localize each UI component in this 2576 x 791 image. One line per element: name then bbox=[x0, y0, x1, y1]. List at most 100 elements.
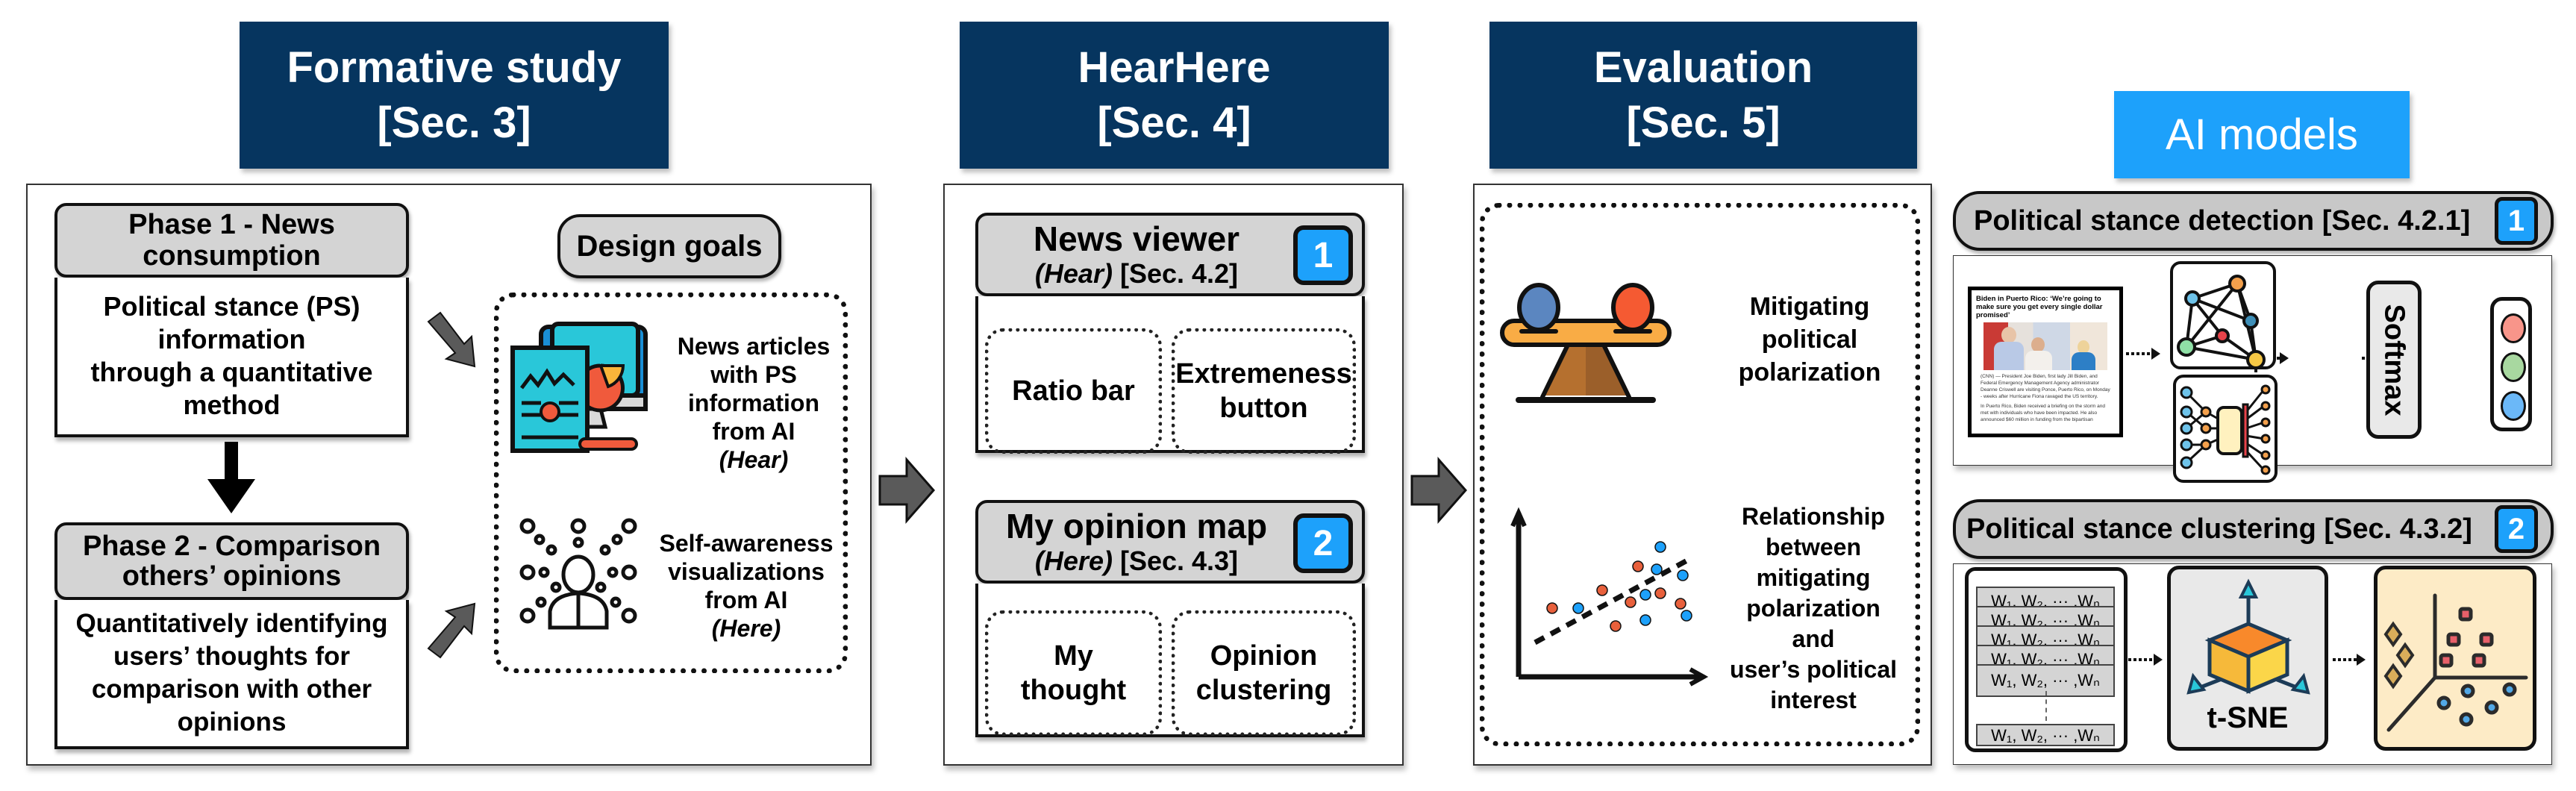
header-section: [Sec. 5] bbox=[1626, 98, 1781, 147]
article-photo bbox=[1983, 322, 2107, 370]
arrow-up-right-icon bbox=[427, 602, 476, 659]
article-headline: Biden in Puerto Rico: ‘We’re going to ma… bbox=[1976, 295, 2103, 319]
section-ref: [Sec. 4.2] bbox=[1119, 258, 1239, 289]
evaluation-header: Evaluation [Sec. 5] bbox=[1489, 22, 1917, 169]
header-title: HearHere bbox=[1078, 43, 1271, 92]
balance-scale-icon bbox=[1500, 283, 1672, 403]
eval-line: mitigating bbox=[1756, 563, 1871, 591]
goal-line: from AI bbox=[712, 418, 795, 445]
opinion-map-title-text: My opinion map bbox=[1005, 507, 1268, 545]
phase1-body-line: method bbox=[183, 390, 281, 420]
output-class-dot bbox=[2501, 391, 2526, 421]
phase1-body-line: Political stance (PS) bbox=[103, 291, 360, 322]
badge-number: 2 bbox=[1313, 523, 1334, 563]
badge-2: 2 bbox=[2495, 505, 2538, 553]
eval-item-polarization: Mitigating political polarization bbox=[1709, 284, 1910, 396]
softmax-box: Softmax bbox=[2366, 281, 2422, 439]
opinion-map-subtitle: (Here) [Sec. 4.3] bbox=[978, 545, 1295, 577]
opinion-map-body bbox=[975, 584, 1365, 737]
hearhere-header: HearHere [Sec. 4] bbox=[960, 22, 1389, 169]
phase1-title-line: Phase 1 - News bbox=[128, 209, 335, 240]
news-viewer-subtitle: (Hear) [Sec. 4.2] bbox=[978, 258, 1295, 290]
vector-row: W₁, W₂, ··· ,Wₙ bbox=[1976, 645, 2115, 666]
output-class-dot bbox=[2501, 352, 2526, 382]
phase2-body-line: opinions bbox=[177, 707, 287, 737]
detection-title-text: Political stance detection [Sec. 4.2.1] bbox=[1974, 204, 2471, 237]
badge-2: 2 bbox=[1293, 513, 1353, 573]
news-article-thumbnail: Biden in Puerto Rico: ‘We’re going to ma… bbox=[1968, 287, 2123, 437]
badge-number: 1 bbox=[2507, 204, 2525, 237]
output-dots bbox=[2490, 297, 2532, 431]
phase2-body-line: comparison with other bbox=[91, 675, 372, 704]
neural-network-icon bbox=[2180, 384, 2271, 475]
component-label: Ratio bar bbox=[1012, 375, 1135, 407]
clustering-flow-arrows bbox=[2128, 654, 2366, 666]
eval-line: user’s political bbox=[1729, 655, 1898, 683]
badge-number: 1 bbox=[1313, 235, 1334, 275]
goal-line: with PS bbox=[710, 361, 797, 388]
output-class-dot bbox=[2501, 313, 2526, 343]
flow-arrow-icon bbox=[878, 457, 935, 524]
cluster-plot-icon bbox=[2383, 593, 2528, 732]
phase2-title-line: Phase 2 - Comparison bbox=[82, 531, 381, 562]
design-goals-box bbox=[494, 293, 848, 673]
here-tag: (Here) bbox=[1034, 545, 1113, 576]
goal-self-awareness-text: Self-awareness visualizations from AI (H… bbox=[645, 526, 847, 645]
eval-item-relationship: Relationship between mitigating polariza… bbox=[1709, 500, 1918, 716]
goal-news-text: News articles with PS information from A… bbox=[664, 328, 843, 478]
vertical-ellipsis bbox=[2045, 691, 2047, 721]
phase2-title: Phase 2 - Comparison others’ opinions bbox=[54, 522, 409, 600]
eval-line: polarization bbox=[1738, 358, 1881, 387]
clustering-title-text: Political stance clustering [Sec. 4.3.2] bbox=[1966, 513, 2472, 545]
header-title: Evaluation bbox=[1593, 43, 1813, 92]
badge-number: 2 bbox=[2507, 512, 2525, 545]
opinion-clustering-component: Opinion clustering bbox=[1172, 610, 1356, 736]
stance-clustering-title: Political stance clustering [Sec. 4.3.2] bbox=[1953, 499, 2554, 559]
badge-1: 1 bbox=[2495, 197, 2538, 245]
arrow-down-right-icon bbox=[427, 311, 476, 368]
tsne-text: t-SNE bbox=[2207, 701, 2289, 734]
phase1-body-line: information bbox=[157, 324, 306, 354]
scatter-plot-icon bbox=[1510, 507, 1709, 687]
eval-line: political bbox=[1761, 325, 1858, 354]
article-paragraph: In Puerto Rico, Biden received a briefin… bbox=[1981, 404, 2105, 422]
goal-line: News articles bbox=[677, 333, 831, 360]
goal-line: visualizations bbox=[668, 558, 825, 585]
goal-tag: (Here) bbox=[711, 615, 781, 642]
phase1-body: Political stance (PS) information throug… bbox=[54, 278, 409, 437]
self-awareness-person-icon bbox=[519, 518, 637, 630]
eval-line: Relationship bbox=[1741, 502, 1885, 530]
ai-models-header: AI models bbox=[2114, 91, 2410, 178]
down-arrow-icon bbox=[207, 442, 255, 513]
eval-line: polarization bbox=[1746, 594, 1881, 622]
eval-line: and bbox=[1792, 625, 1835, 652]
tsne-label: t-SNE bbox=[2167, 701, 2328, 735]
extremeness-button-component: Extremeness button bbox=[1172, 328, 1356, 454]
design-goals-text: Design goals bbox=[576, 229, 763, 263]
flow-arrow-icon bbox=[1410, 457, 1467, 524]
news-viewer-title-text: News viewer bbox=[1033, 219, 1240, 258]
stance-detection-title: Political stance detection [Sec. 4.2.1] bbox=[1953, 191, 2554, 251]
header-section: [Sec. 3] bbox=[377, 98, 531, 147]
phase2-body-line: users’ thoughts for bbox=[113, 642, 350, 671]
cluster-plot-box bbox=[2374, 566, 2536, 751]
formative-study-header: Formative study [Sec. 3] bbox=[240, 22, 669, 169]
softmax-label: Softmax bbox=[2378, 304, 2410, 416]
phase2-title-line: others’ opinions bbox=[122, 560, 342, 592]
goal-line: Self-awareness bbox=[659, 530, 834, 557]
evaluation-panel bbox=[1473, 184, 1932, 766]
section-ref: [Sec. 4.3] bbox=[1119, 545, 1239, 576]
my-thought-component: My thought bbox=[985, 610, 1162, 736]
vector-row: W₁, W₂, ··· ,Wₙ bbox=[1976, 606, 2115, 627]
tsne-cube-icon bbox=[2186, 578, 2310, 695]
vector-row: W₁, W₂, ··· ,Wₙ bbox=[1976, 625, 2115, 646]
evaluation-dotted-box bbox=[1480, 203, 1920, 746]
ratio-bar-component: Ratio bar bbox=[985, 328, 1162, 454]
vector-row: W₁, W₂, ··· ,Wₙ bbox=[1976, 587, 2115, 607]
phase1-title: Phase 1 - News consumption bbox=[54, 203, 409, 278]
component-label: Extremeness bbox=[1175, 358, 1352, 390]
vector-row-last: W₁, W₂, ··· ,Wₙ bbox=[1976, 724, 2115, 746]
badge-1: 1 bbox=[1293, 225, 1353, 285]
goal-tag: (Hear) bbox=[719, 446, 789, 473]
graph-network-icon bbox=[2177, 275, 2266, 369]
